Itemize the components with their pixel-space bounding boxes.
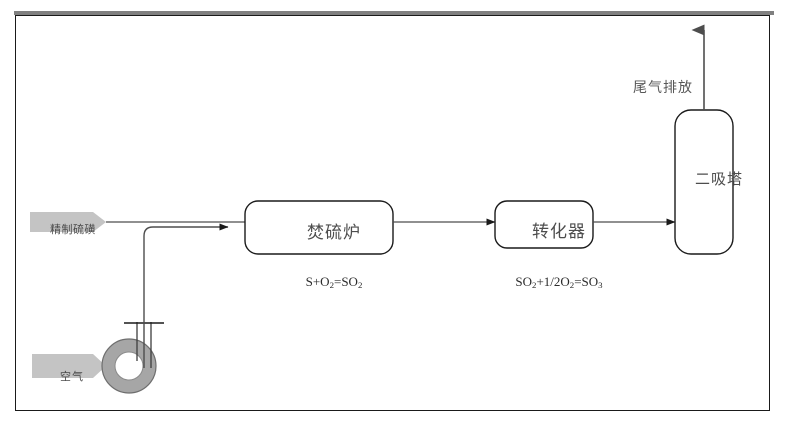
furnace-label: 焚硫炉 xyxy=(307,223,361,242)
sulfur-feed-tag xyxy=(30,212,106,232)
exhaust-label: 尾气排放 xyxy=(633,81,693,96)
air-duct-to-furnace xyxy=(143,223,229,368)
air-feed-tag xyxy=(32,354,106,378)
air-feed-label: 空气 xyxy=(60,371,84,383)
converter-label: 转化器 xyxy=(532,222,586,241)
blower-hub xyxy=(114,351,144,381)
diagram-canvas: 焚硫炉 转化器 二吸塔 S+O2=SO2 SO2+1/2O2=SO3 精制硫磺 … xyxy=(15,15,770,411)
process-flow-graphics xyxy=(30,24,734,394)
converter-formula: SO2+1/2O2=SO3 xyxy=(515,274,603,290)
top-bar xyxy=(0,0,787,15)
furnace-formula: S+O2=SO2 xyxy=(305,274,363,290)
tower-label: 二吸塔 xyxy=(694,172,743,188)
furnace-node[interactable] xyxy=(244,200,394,255)
sulfur-feed-label: 精制硫磺 xyxy=(50,224,96,236)
top-divider xyxy=(14,11,774,15)
converter-node[interactable] xyxy=(494,200,594,249)
